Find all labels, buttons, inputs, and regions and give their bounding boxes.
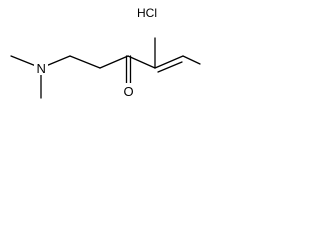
ch2-carbonyl-bond xyxy=(99,55,129,69)
ch2-ch2-bond xyxy=(69,55,101,69)
salt-label: HCl xyxy=(137,6,157,20)
alkene-double-bond-2 xyxy=(157,61,183,73)
nitrogen-atom-label: N xyxy=(37,61,46,76)
molecule-structure: HCl N O xyxy=(10,6,201,99)
oxygen-mask xyxy=(121,83,136,98)
alkene-double-bond-1 xyxy=(154,55,184,69)
nitrogen-mask xyxy=(34,60,48,75)
terminal-methyl-bond xyxy=(182,55,201,65)
carbonyl-alkene-bond xyxy=(127,55,156,69)
oxygen-atom-label: O xyxy=(124,84,134,99)
